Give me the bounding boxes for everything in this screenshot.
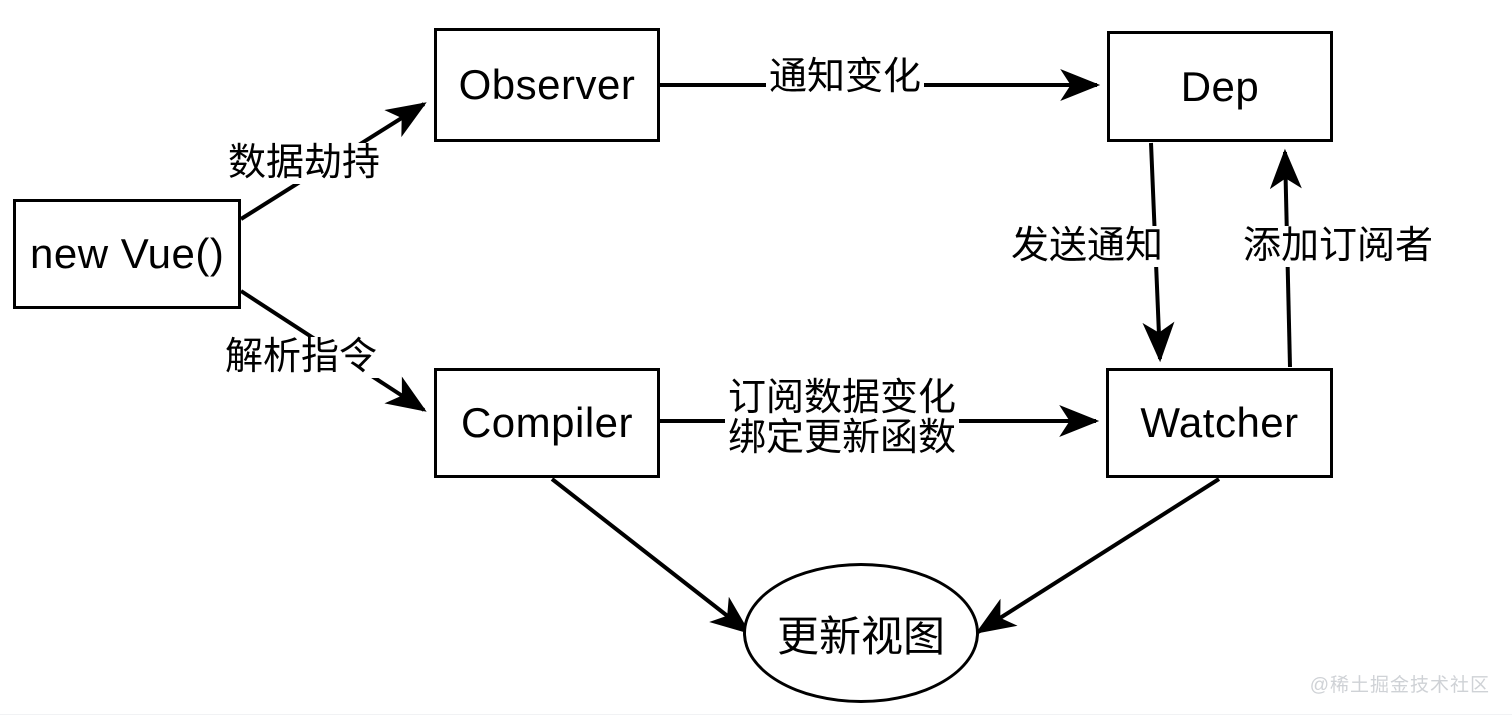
node-watcher-label: Watcher — [1140, 399, 1299, 446]
node-observer[interactable]: Observer — [434, 28, 660, 142]
edge-label-add-subscriber-text: 添加订阅者 — [1243, 225, 1434, 267]
node-dep-label: Dep — [1180, 62, 1260, 110]
bottom-divider — [0, 714, 1512, 715]
edge-label-bind-update-fn: 绑定更新函数 — [728, 417, 957, 460]
edge-label-parse-directive-text: 解析指令 — [225, 336, 378, 378]
edge-watcher-to-update-view — [975, 477, 1221, 634]
node-compiler-label: Compiler — [460, 399, 634, 446]
edge-label-subscribe-data-change: 订阅数据变化 — [728, 377, 957, 419]
edge-label-send-notification-text: 发送通知 — [1011, 225, 1164, 267]
edge-label-notify-change-text: 通知变化 — [769, 56, 922, 98]
node-new-vue-label: new Vue() — [30, 230, 225, 277]
node-update-view-label: 更新视图 — [776, 612, 945, 660]
edge-label-subscribe-bind: 订阅数据变化 绑定更新函数 — [725, 377, 960, 460]
edge-label-notify-change: 通知变化 — [766, 56, 925, 99]
node-watcher[interactable]: Watcher — [1106, 368, 1333, 478]
watermark: @稀土掘金技术社区 — [1309, 675, 1490, 696]
node-compiler[interactable]: Compiler — [434, 368, 660, 478]
edge-label-send-notification: 发送通知 — [1008, 225, 1167, 268]
edge-label-parse-directive: 解析指令 — [222, 336, 381, 379]
edge-compiler-to-update-view — [550, 477, 751, 634]
edge-label-data-hijack: 数据劫持 — [225, 142, 384, 185]
node-dep[interactable]: Dep — [1107, 31, 1333, 142]
node-update-view[interactable]: 更新视图 — [743, 563, 979, 703]
edge-label-add-subscriber: 添加订阅者 — [1240, 225, 1437, 268]
node-observer-label: Observer — [458, 61, 636, 108]
node-new-vue[interactable]: new Vue() — [13, 199, 241, 309]
edge-label-data-hijack-text: 数据劫持 — [228, 142, 381, 184]
